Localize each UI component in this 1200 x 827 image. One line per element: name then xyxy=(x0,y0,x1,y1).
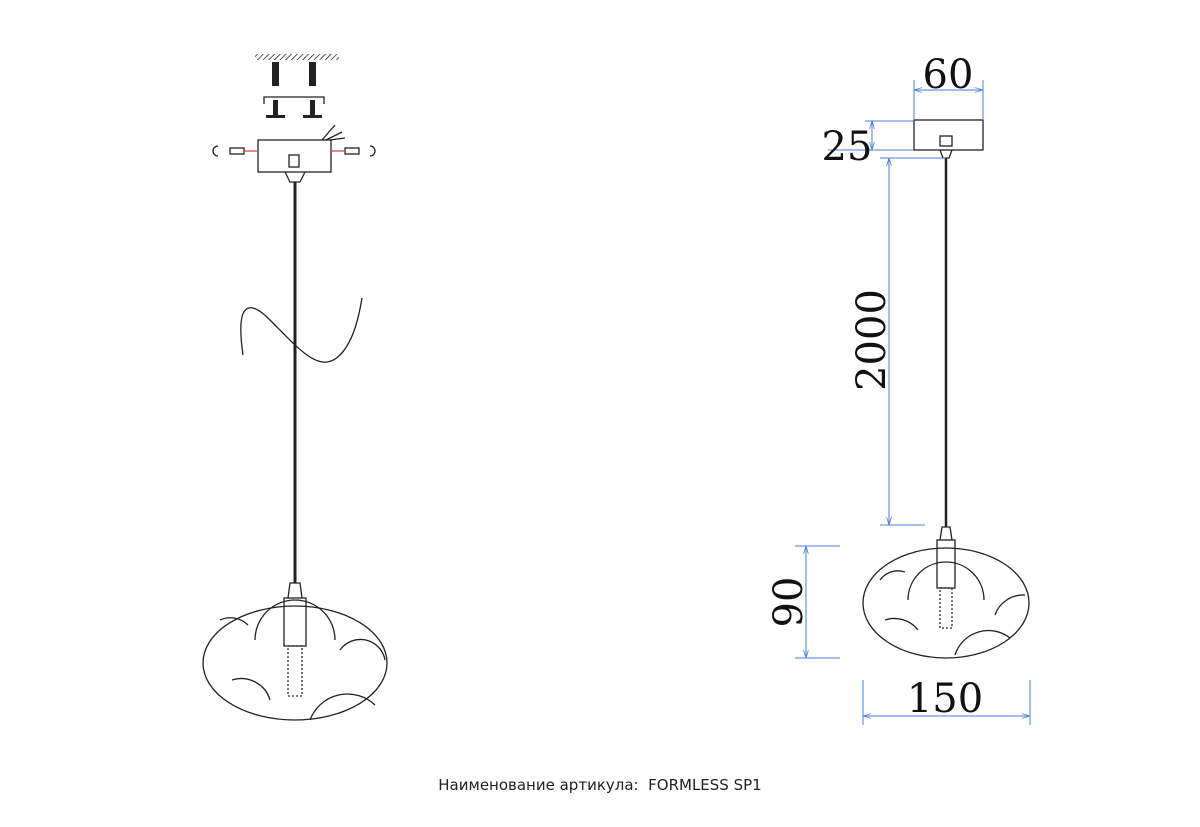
cord-excess-curve xyxy=(240,297,363,363)
lamp-holder-top xyxy=(287,582,303,599)
mounting-bracket xyxy=(263,96,325,104)
assembly-view xyxy=(202,54,388,721)
bulb xyxy=(287,645,303,697)
dimension-view: 60 25 2000 90 150 xyxy=(766,52,1031,725)
wall-plugs xyxy=(272,62,316,86)
glass-shade xyxy=(862,547,1030,659)
dimension-lines xyxy=(795,80,1031,725)
side-screws xyxy=(212,145,376,157)
article-caption: Наименование артикула: FORMLESS SP1 xyxy=(0,776,1200,794)
cord-grip xyxy=(288,154,300,168)
dim-shade-width: 150 xyxy=(907,676,983,722)
dim-canopy-height: 25 xyxy=(822,124,873,170)
lamp-holder xyxy=(936,539,956,589)
canopy xyxy=(257,139,332,173)
caption-label: Наименование артикула: xyxy=(438,776,639,794)
cord-nut xyxy=(284,171,306,183)
lamp-holder xyxy=(283,597,307,647)
shade-dimples xyxy=(879,561,1026,656)
glass-shade xyxy=(202,605,388,721)
article-name: FORMLESS SP1 xyxy=(648,776,762,794)
dim-cord-length: 2000 xyxy=(849,289,895,391)
canopy xyxy=(913,119,984,151)
screws xyxy=(266,100,322,118)
dim-shade-height: 90 xyxy=(766,577,812,628)
bulb xyxy=(939,587,953,629)
wires xyxy=(321,124,346,141)
shade-dimples xyxy=(219,599,386,721)
dim-canopy-width: 60 xyxy=(923,52,974,98)
ceiling-hatch xyxy=(255,54,339,60)
